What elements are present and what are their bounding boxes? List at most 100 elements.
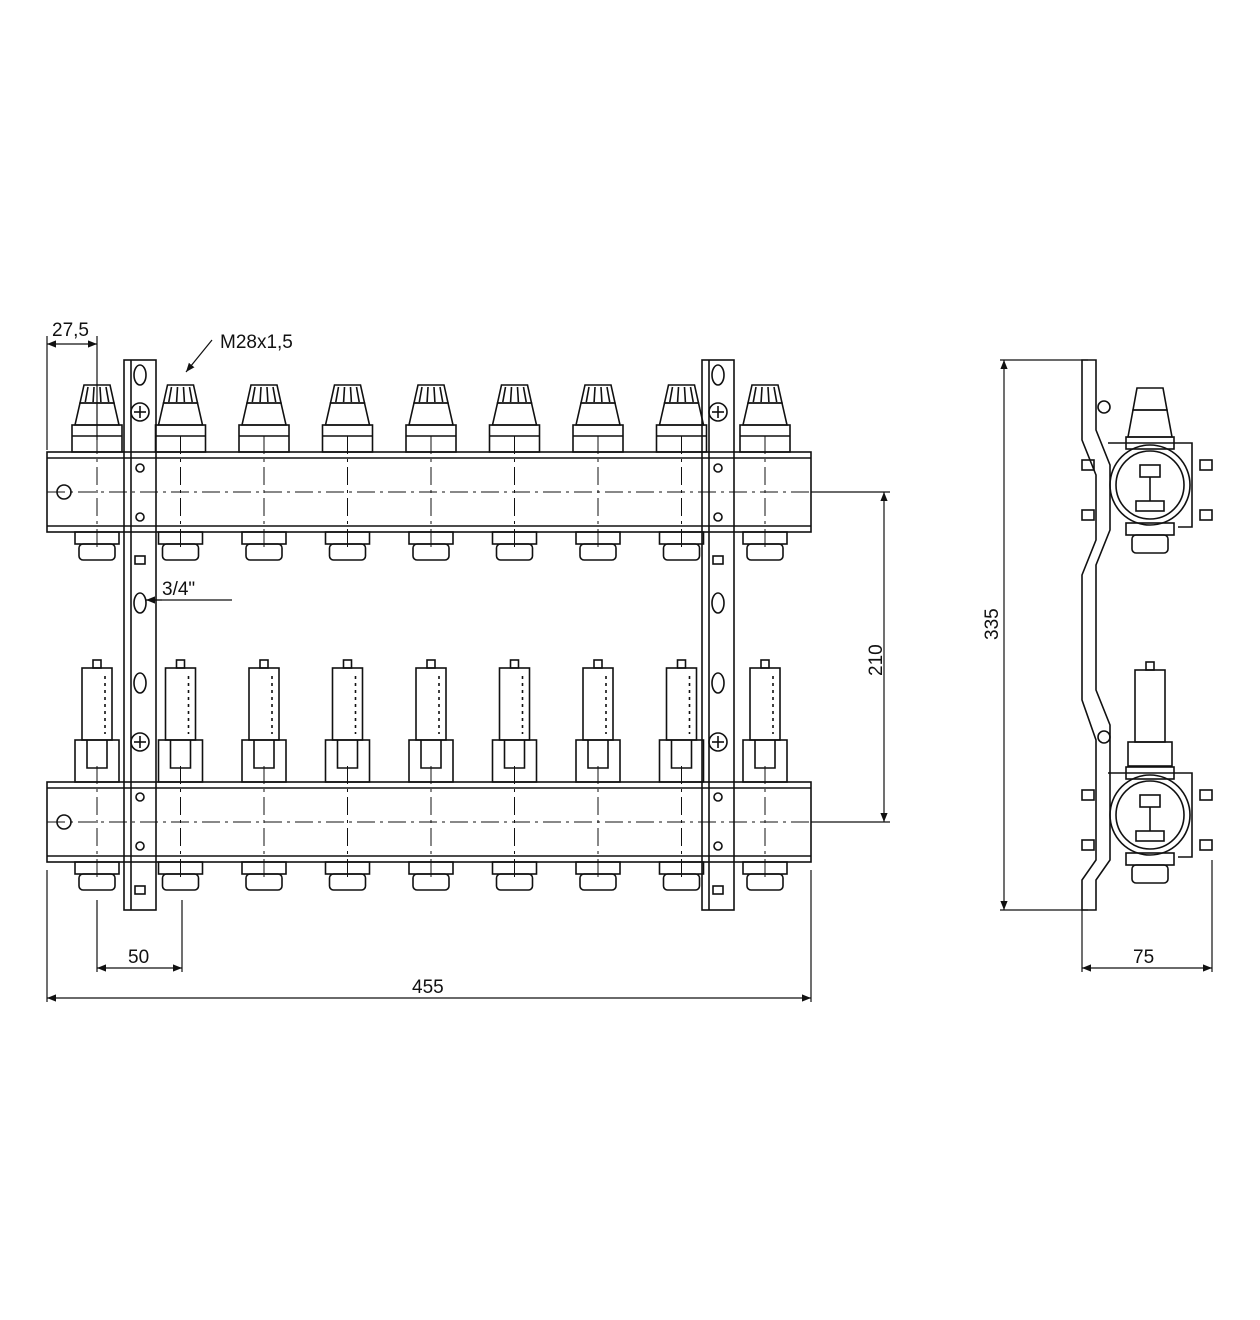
side-meter-tube	[1134, 669, 1166, 743]
side-bolt	[1081, 789, 1095, 801]
flow-meter-housing	[658, 739, 705, 783]
knob-rib	[767, 386, 770, 403]
knob-body	[324, 402, 371, 426]
side-bolt	[1081, 839, 1095, 851]
supply-outlet-fitting	[491, 531, 538, 561]
side-knob-body	[1127, 409, 1173, 438]
knob-rib	[92, 386, 95, 403]
side-screw	[1097, 400, 1111, 414]
fitting-nipple	[412, 543, 450, 561]
leader-thread	[185, 339, 213, 373]
bracket-tab	[712, 885, 724, 895]
knob-rib	[773, 386, 778, 403]
dim-spacing-label: 50	[128, 947, 149, 968]
knob-rib	[272, 386, 277, 403]
valve-knob	[238, 384, 290, 453]
bracket-slot	[133, 592, 147, 614]
bracket-bolt	[713, 841, 723, 851]
flow-meter-tip	[760, 659, 770, 669]
flow-meter-tip	[509, 659, 520, 669]
side-nipple	[1131, 534, 1169, 554]
side-bolt	[1199, 509, 1213, 521]
bracket-plate	[123, 359, 157, 911]
flow-meter-tube	[164, 667, 197, 741]
fitting-nipple	[662, 873, 701, 891]
fitting-nipple	[579, 873, 617, 891]
flow-meter-tip	[92, 659, 102, 669]
knob-rib	[84, 386, 89, 403]
knob-rib	[251, 386, 256, 403]
flow-meter-housing	[742, 739, 788, 783]
flow-meter-tube	[81, 667, 113, 741]
supply-bar-end-cap-hole	[56, 484, 72, 500]
knob-rib	[188, 386, 193, 403]
supply-outlet-fitting	[74, 531, 120, 561]
bracket-bolt	[713, 463, 723, 473]
knob-rib	[522, 386, 527, 403]
knob-rib	[516, 386, 520, 403]
flow-meter	[157, 659, 204, 783]
return-outlet-fitting	[241, 861, 287, 891]
side-bar-inner	[1115, 780, 1185, 850]
fitting-nipple	[746, 543, 784, 561]
knob-rib	[683, 386, 687, 403]
flow-meter-tube	[665, 667, 698, 741]
knob-rib	[342, 386, 346, 403]
return-side-section	[1081, 730, 1213, 884]
fitting-nipple	[78, 873, 116, 891]
side-meter-tip	[1145, 661, 1155, 671]
fitting-nipple	[579, 543, 617, 561]
dim-height-label: 210	[866, 644, 887, 676]
dimension-lines	[46, 336, 1213, 1002]
fitting-nipple	[161, 543, 200, 561]
knob-nut	[655, 424, 708, 453]
flow-meter	[408, 659, 454, 783]
knob-body	[240, 402, 288, 426]
knob-rib	[105, 386, 110, 403]
dim-thread-label: M28x1,5	[220, 332, 293, 353]
side-valve-head	[1139, 464, 1161, 478]
flow-meter-window	[169, 740, 192, 769]
flow-meter-housing	[241, 739, 287, 783]
knob-body	[658, 402, 705, 426]
left-bracket	[123, 359, 157, 911]
flow-meter-window	[503, 740, 526, 769]
fitting-nipple	[245, 873, 283, 891]
valve-knob	[655, 384, 708, 453]
flow-meter-housing	[74, 739, 120, 783]
valve-knob	[739, 384, 791, 453]
bracket-bolt	[135, 841, 145, 851]
knob-rib	[669, 386, 674, 403]
return-outlet-fitting	[742, 861, 788, 891]
bracket-slot	[711, 672, 725, 694]
side-bar-inner	[1115, 450, 1185, 520]
flow-meter-housing	[324, 739, 371, 783]
side-bolt	[1199, 839, 1213, 851]
side-valve-seat	[1135, 830, 1165, 842]
knob-rib	[259, 386, 262, 403]
flow-meter	[74, 659, 120, 783]
return-outlet-fitting	[491, 861, 538, 891]
return-outlet-fitting	[658, 861, 705, 891]
flow-meter-tube	[248, 667, 280, 741]
bracket-slot	[711, 364, 725, 386]
bracket-tab	[134, 885, 146, 895]
knob-rib	[689, 386, 694, 403]
flow-meter	[491, 659, 538, 783]
knob-rib	[335, 386, 340, 403]
knob-rib	[760, 386, 763, 403]
flow-meter-housing	[408, 739, 454, 783]
flow-meter-tube	[331, 667, 364, 741]
side-bolt	[1199, 459, 1213, 471]
flow-meter-window	[336, 740, 359, 769]
flow-meter-housing	[491, 739, 538, 783]
supply-outlet-fitting	[658, 531, 705, 561]
bracket-bolt	[713, 512, 723, 522]
flow-meter-tube	[415, 667, 447, 741]
return-outlet-fitting	[324, 861, 371, 891]
side-screw	[1097, 730, 1111, 744]
flow-meter	[742, 659, 788, 783]
bracket-screw	[130, 402, 150, 422]
fitting-nipple	[328, 873, 367, 891]
bracket-slot	[133, 672, 147, 694]
